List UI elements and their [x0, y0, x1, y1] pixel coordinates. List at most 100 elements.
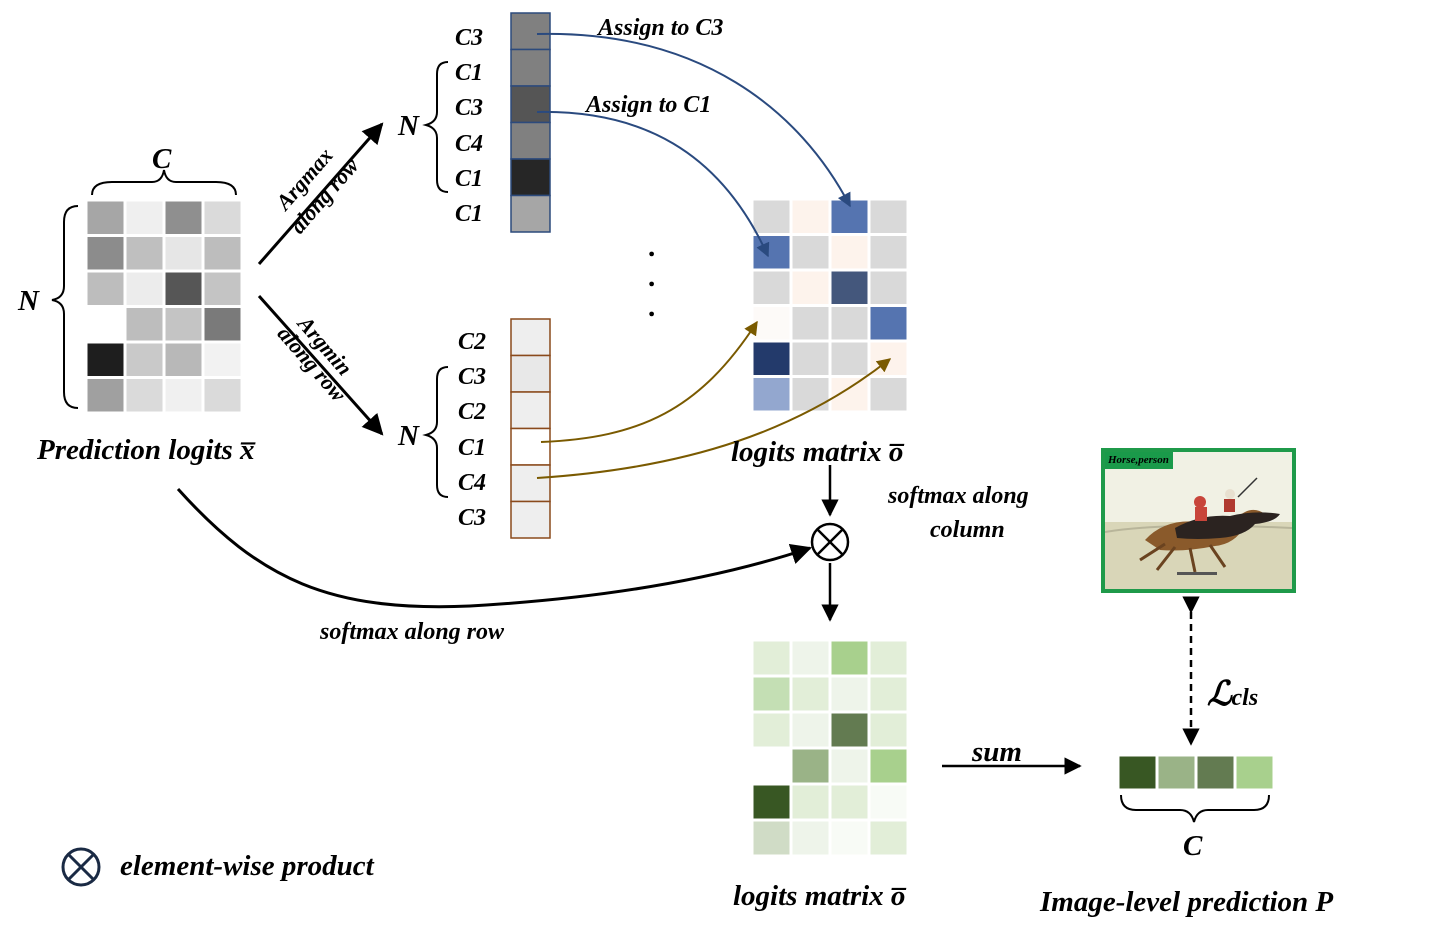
logits-bottom-cell	[789, 818, 832, 858]
c-dimension-label-top: C	[152, 143, 172, 175]
brace-c-top	[91, 169, 237, 196]
brace-n-argmax	[422, 61, 449, 193]
logits-matrix-bottom	[750, 638, 910, 858]
logits-top-cell	[867, 197, 910, 236]
logits-matrix-bottom-title: logits matrix o̅	[733, 880, 906, 912]
argmin-class-label-3: C2	[458, 399, 487, 426]
logits-bottom-cell	[867, 674, 910, 714]
loss-symbol: ℒ	[1207, 676, 1232, 713]
argmin-column	[510, 318, 551, 539]
argmin-cell	[510, 500, 551, 539]
argmax-cell	[510, 121, 551, 160]
assign-c3-arrow	[536, 32, 851, 208]
argmin-class-label-1: C2	[458, 329, 487, 355]
brace-n-left	[51, 205, 79, 409]
logits-bottom-cell	[867, 710, 910, 750]
logits-top-cell	[867, 233, 910, 272]
argmin-c1-arrow	[540, 320, 758, 443]
logits-top-cell	[789, 339, 832, 378]
prediction-cell	[123, 198, 166, 237]
logits-top-cell	[750, 197, 793, 236]
argmax-class-label-6: C1	[455, 201, 484, 227]
prediction-vector-cell	[1155, 753, 1198, 792]
prediction-cell	[162, 234, 205, 273]
loss-subscript: cls	[1231, 685, 1259, 711]
prediction-cell	[84, 305, 127, 344]
logits-bottom-cell	[828, 746, 871, 786]
argmin-cell	[510, 427, 551, 466]
logits-bottom-cell	[828, 710, 871, 750]
brace-n-argmin	[422, 366, 449, 498]
logits-matrix-top	[750, 197, 910, 414]
prediction-cell	[84, 376, 127, 415]
logits-bottom-cell	[867, 782, 910, 822]
logits-top-cell	[750, 233, 793, 272]
assign-c1-label: Assign to C1	[586, 92, 712, 118]
ellipsis-dots: . . .	[648, 231, 656, 323]
logits-top-cell	[750, 339, 793, 378]
prediction-logits-title: Prediction logits x̅	[37, 434, 255, 466]
argmin-cell	[510, 464, 551, 503]
prediction-vector-cell	[1233, 753, 1276, 792]
argmax-class-label-1: C3	[455, 25, 484, 51]
logits-bottom-cell	[828, 674, 871, 714]
c-dimension-label-bottom: C	[1183, 830, 1203, 862]
prediction-cell	[123, 376, 166, 415]
logits-bottom-cell	[750, 710, 793, 750]
loss-label: ℒcls	[1207, 678, 1258, 712]
logits-top-cell	[867, 375, 910, 414]
horse-race-illustration	[1105, 452, 1292, 589]
logits-top-cell	[750, 375, 793, 414]
logits-top-cell	[789, 233, 832, 272]
prediction-cell	[201, 376, 244, 415]
logits-bottom-cell	[789, 710, 832, 750]
logits-bottom-cell	[867, 746, 910, 786]
prediction-cell	[201, 234, 244, 273]
softmax-row-arrow	[176, 487, 812, 609]
softmax-column-label-line1: softmax along	[888, 483, 1029, 509]
prediction-cell	[84, 234, 127, 273]
prediction-cell	[201, 305, 244, 344]
legend-product-symbol	[61, 847, 101, 887]
logits-bottom-cell	[789, 674, 832, 714]
logits-bottom-cell	[867, 638, 910, 678]
logits-top-cell	[828, 233, 871, 272]
logits-bottom-cell	[750, 674, 793, 714]
prediction-cell	[123, 340, 166, 379]
logits-bottom-cell	[750, 746, 793, 786]
prediction-cell	[201, 340, 244, 379]
argmin-c4-arrow	[536, 358, 892, 479]
argmin-class-label-2: C3	[458, 364, 487, 391]
example-image: Horse,person	[1101, 448, 1296, 593]
argmin-class-label-4: C1	[458, 434, 487, 461]
prediction-logits-matrix	[84, 198, 244, 415]
legend-element-wise-product-label: element-wise product	[120, 850, 374, 882]
prediction-cell	[123, 305, 166, 344]
prediction-cell	[123, 269, 166, 308]
logits-bottom-cell	[750, 638, 793, 678]
image-level-prediction-title: Image-level prediction P	[1040, 886, 1334, 918]
logits-bottom-cell	[750, 782, 793, 822]
logits-bottom-cell	[789, 782, 832, 822]
argmax-cell	[510, 158, 551, 197]
prediction-cell	[84, 340, 127, 379]
argmin-cell	[510, 391, 551, 430]
softmax-row-label: softmax along row	[320, 619, 505, 645]
prediction-cell	[201, 269, 244, 308]
image-label-tag: Horse,person	[1105, 452, 1173, 469]
n-argmin-label: N	[398, 420, 419, 452]
argmax-cell	[510, 48, 551, 87]
brace-c-bottom	[1120, 794, 1270, 823]
logits-top-cell	[867, 268, 910, 307]
argmin-class-label-5: C4	[458, 469, 487, 496]
logits-top-cell	[828, 268, 871, 307]
logits-bottom-cell	[828, 782, 871, 822]
logits-bottom-cell	[828, 818, 871, 858]
n-argmax-label: N	[398, 110, 419, 142]
prediction-cell	[162, 305, 205, 344]
prediction-cell	[162, 198, 205, 237]
argmin-arrow	[257, 295, 384, 436]
prediction-cell	[162, 340, 205, 379]
assign-c1-arrow	[536, 110, 770, 258]
